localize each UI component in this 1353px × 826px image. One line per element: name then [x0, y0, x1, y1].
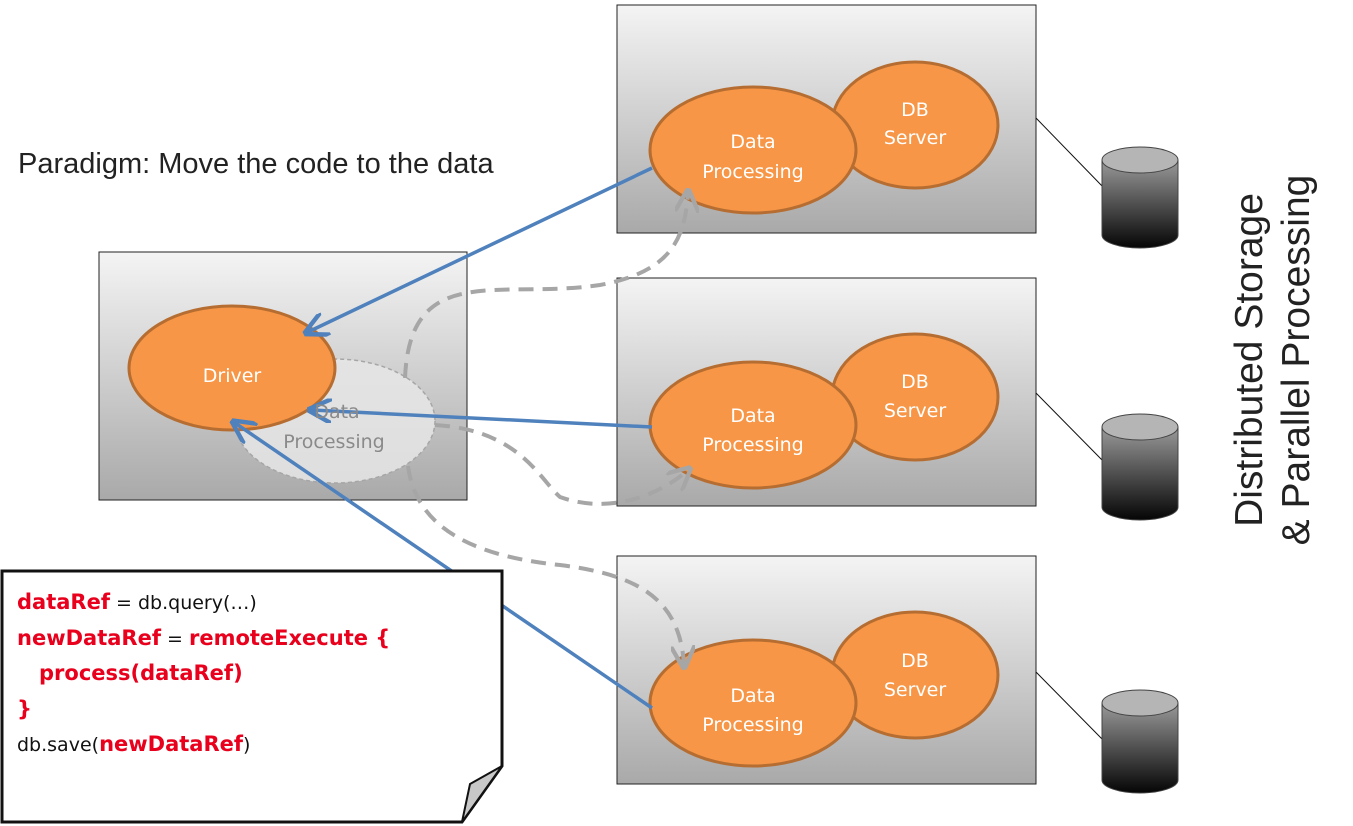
data-processing-ellipse-3 — [648, 638, 858, 768]
code-text: ) — [243, 734, 251, 756]
code-line-1: dataRef = db.query(…) — [17, 585, 390, 621]
code-ship-path-3 — [406, 465, 684, 665]
db-label-3a: DB — [901, 650, 929, 672]
code-text: = — [160, 627, 189, 650]
code-ship-path-1 — [403, 193, 688, 379]
code-keyword: newDataRef — [99, 732, 244, 756]
processing-label-2b: Processing — [702, 434, 803, 456]
code-line-4: } — [17, 692, 390, 728]
code-line-2: newDataRef = remoteExecute { — [17, 621, 390, 657]
processing-label-2a: Data — [730, 405, 775, 427]
side-title-line-2: & Parallel Processing — [1275, 174, 1318, 546]
processing-label-1b: Processing — [702, 161, 803, 183]
db-server-ellipse-2 — [830, 332, 1000, 462]
storage-cylinder-2 — [1101, 413, 1179, 521]
storage-cylinder-1 — [1101, 146, 1179, 249]
code-text: = db.query(…) — [109, 592, 257, 614]
db-label-1a: DB — [901, 99, 929, 121]
result-arrow-1 — [308, 166, 653, 332]
code-keyword: remoteExecute { — [188, 625, 391, 650]
processing-label-1a: Data — [730, 131, 775, 153]
storage-cylinder-3 — [1101, 689, 1179, 794]
code-note-fold — [461, 765, 503, 823]
code-line-3: process(dataRef) — [17, 656, 390, 692]
paradigm-title: Paradigm: Move the code to the data — [18, 148, 494, 180]
db-label-2a: DB — [901, 371, 929, 393]
db-server-ellipse-3 — [830, 610, 1000, 740]
code-text: db.save( — [17, 734, 100, 756]
data-processing-ellipse-1 — [648, 85, 858, 215]
db-label-1b: Server — [884, 127, 946, 149]
data-processing-ellipse-2 — [648, 360, 858, 490]
processing-label-3b: Processing — [702, 714, 803, 736]
result-arrow-2 — [312, 410, 653, 429]
ghost-processing-label-2: Processing — [283, 431, 384, 453]
code-keyword: dataRef — [17, 590, 110, 614]
code-snippet: dataRef = db.query(…) newDataRef = remot… — [17, 585, 390, 763]
driver-label: Driver — [203, 365, 262, 387]
db-label-2b: Server — [884, 400, 946, 422]
storage-link-3 — [1035, 671, 1105, 742]
storage-link-2 — [1035, 392, 1105, 463]
code-line-5: db.save(newDataRef) — [17, 727, 390, 763]
side-title: Distributed Storage & Parallel Processin… — [1226, 80, 1346, 640]
db-server-ellipse-1 — [830, 60, 1000, 190]
code-ship-path-2 — [434, 423, 688, 506]
code-keyword: } — [17, 696, 32, 721]
side-title-line-1: Distributed Storage — [1228, 193, 1271, 527]
code-keyword: newDataRef — [17, 625, 161, 650]
ghost-processing-label-1: Data — [314, 401, 359, 423]
processing-label-3a: Data — [730, 685, 775, 707]
result-arrow-3 — [235, 423, 653, 710]
db-label-3b: Server — [884, 679, 946, 701]
code-keyword: process(dataRef) — [39, 661, 243, 685]
storage-link-1 — [1035, 117, 1105, 189]
